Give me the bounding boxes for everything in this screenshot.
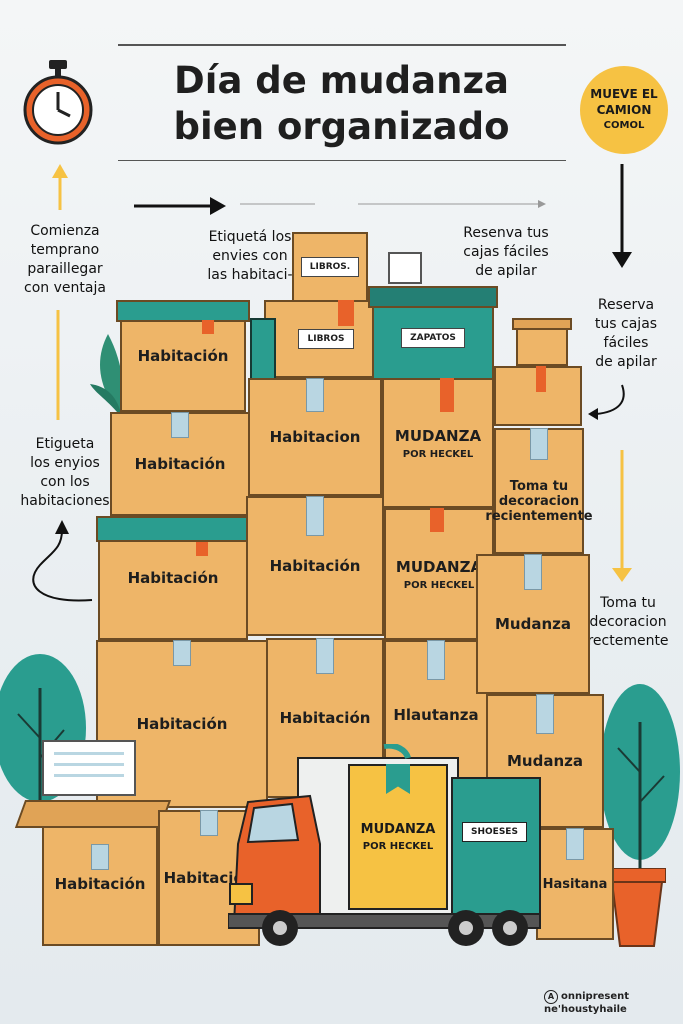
box-tape [171, 412, 189, 438]
box-left-2: Habitación [110, 412, 250, 516]
move-truck-badge: MUEVE EL CAMION COMOL [580, 66, 668, 154]
box-label: Habitación [279, 709, 371, 727]
note-reserve-boxes: Reserva tus cajas fáciles de apilar [594, 297, 658, 370]
box-label: Habitación [136, 715, 228, 733]
orange-tag [202, 320, 214, 334]
paper-box-icon [388, 252, 422, 284]
box-lid [14, 800, 172, 828]
box-label: Habitación [134, 455, 226, 473]
box-label: Hlautanza [393, 706, 479, 724]
note-label-rooms: Etigueta los enyios con los habitaciones [20, 436, 110, 509]
box-tape [306, 378, 324, 412]
box-label: Habitación [269, 557, 361, 575]
box-label: Habitación [127, 569, 219, 587]
orange-tag [196, 542, 208, 556]
box-label: Habitación [163, 869, 255, 887]
box-right-small [512, 318, 572, 366]
brand-mark-icon: A [544, 990, 558, 1004]
orange-tag [430, 508, 444, 532]
paper-stack [42, 740, 136, 796]
box-sublabel: POR HECKEL [402, 448, 474, 460]
box-center-2: Habitación [246, 496, 384, 636]
box-tape [306, 496, 324, 536]
box-label: Habitación [137, 347, 229, 365]
orange-tag [536, 366, 546, 392]
box-moving-2: MUDANZA POR HECKEL [384, 508, 494, 640]
note-reserve-boxes-top: Resenva tus cajas fáciles de apilar [463, 225, 549, 279]
box-left-3: Habitación [96, 516, 250, 640]
tree-right-icon [600, 684, 680, 878]
truck-cargo-line-2: POR HECKEL [362, 841, 434, 852]
orange-tag [440, 378, 454, 412]
box-tape [200, 810, 218, 836]
box-right-1 [494, 366, 582, 426]
box-label: Mudanza [507, 752, 583, 770]
title-rule [118, 160, 566, 161]
box-right-3: Mudanza [476, 554, 590, 694]
page-title: Día de mudanza bien organizado [0, 58, 683, 150]
orange-tag [338, 300, 354, 326]
books-label: LIBROS. [300, 257, 360, 277]
box-center-1: Habitacion [248, 378, 382, 496]
truck-cargo-panel: MUDANZA POR HECKEL [348, 764, 448, 910]
box-books: LIBROS [264, 300, 388, 378]
box-sublabel: POR HECKEL [403, 579, 475, 591]
box-label: Toma tu decoracion recientemente [485, 478, 593, 524]
moving-truck: MUDANZA POR HECKEL SHOESES [228, 744, 544, 950]
box-tape [536, 694, 554, 734]
box-label: MUDANZA [394, 426, 482, 445]
box-tape [91, 844, 109, 870]
box-right-2: Toma tu decoracion recientemente [485, 428, 593, 554]
box-label: Hasitana [542, 876, 608, 892]
box-label: Habitación [54, 875, 146, 893]
box-left-top: Habitación [116, 300, 250, 412]
books-label: LIBROS [298, 329, 354, 349]
box-moving-1: MUDANZA POR HECKEL [382, 378, 494, 508]
box-lid [368, 286, 498, 308]
title-line-1: Día de mudanza [174, 59, 509, 102]
box-tape [173, 640, 191, 666]
box-tape [566, 828, 584, 860]
note-start-early: Comienza temprano paraillegar con ventaj… [24, 223, 106, 296]
box-tape [530, 428, 548, 460]
box-lid [96, 516, 250, 542]
box-label: Mudanza [495, 615, 571, 633]
box-tape [427, 640, 445, 680]
box-right-5: Hasitana [536, 828, 614, 940]
truck-cargo-line-1: MUDANZA [360, 822, 436, 837]
badge-line-1: MUEVE EL [590, 87, 658, 101]
flower-pot-icon [608, 868, 666, 947]
brand-text: onnipresent ne'houstyhaile [544, 991, 630, 1015]
box-shoes-teal: ZAPATOS [368, 286, 498, 382]
box-tape [316, 638, 334, 674]
box-lid [116, 300, 250, 322]
shoes-label: ZAPATOS [401, 328, 465, 348]
paper-line [54, 774, 124, 777]
truck-side-label: SHOESES [462, 822, 527, 842]
box-tape [524, 554, 542, 590]
title-line-2: bien organizado [173, 105, 510, 148]
box-label: MUDANZA [395, 557, 483, 576]
note-label-envies: Etiquetá los envies con las habitaci- [207, 229, 293, 283]
box-lid [512, 318, 572, 330]
box-left-bottom: Habitación [14, 800, 172, 946]
badge-line-2: CAMION [596, 103, 652, 117]
note-decoration: Toma tu decoracion rectemente [587, 595, 669, 649]
badge-line-3: COMOL [603, 120, 645, 131]
top-rule [118, 44, 566, 46]
paper-line [54, 752, 124, 755]
box-books-small: LIBROS. [292, 232, 368, 302]
box-label: Habitacion [269, 428, 361, 446]
paper-line [54, 763, 124, 766]
ribbon-icon [386, 764, 410, 794]
stopwatch-icon [23, 60, 93, 145]
teal-panel [250, 318, 276, 380]
